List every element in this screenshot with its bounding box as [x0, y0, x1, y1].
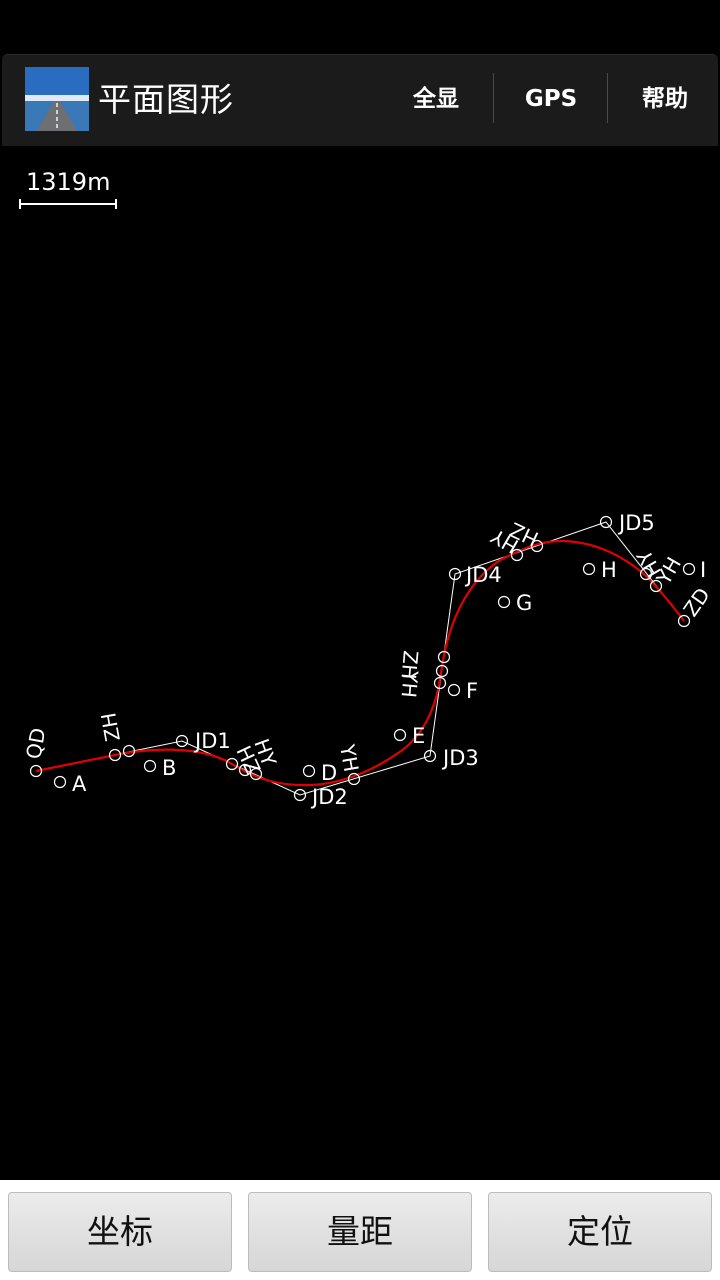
route-map[interactable]: JD1 JD2 JD3 JD4 JD5 QD A B D E F G H I Z… [0, 148, 720, 1180]
jd-point[interactable] [599, 515, 613, 529]
route-centerline [35, 539, 685, 787]
bottom-toolbar: 坐标 量距 定位 [0, 1180, 720, 1280]
route-point[interactable] [29, 764, 43, 778]
curve-point[interactable] [530, 539, 544, 553]
curve-point[interactable] [347, 772, 361, 786]
route-point[interactable] [302, 764, 316, 778]
point-label: QD [21, 726, 50, 761]
curve-point[interactable] [108, 748, 122, 762]
jd-point[interactable] [423, 749, 437, 763]
point-label: G [516, 591, 532, 615]
jd-label: JD1 [193, 729, 231, 753]
curve-label: YH [335, 742, 364, 774]
curve-label: ZH [397, 650, 423, 681]
action-bar: 平面图形 全显 GPS 帮助 [2, 54, 718, 146]
app-title: 平面图形 [98, 80, 234, 119]
jd-label: JD4 [464, 563, 502, 587]
curve-point[interactable] [433, 676, 447, 690]
curve-point[interactable] [510, 548, 524, 562]
route-point[interactable] [393, 728, 407, 742]
jd-point[interactable] [293, 788, 307, 802]
show-all-button[interactable]: 全显 [413, 86, 459, 112]
route-point[interactable] [447, 683, 461, 697]
help-button[interactable]: 帮助 [642, 86, 688, 112]
point-label: F [466, 679, 478, 703]
point-label: H [601, 558, 617, 582]
route-point[interactable] [682, 562, 696, 576]
route-point[interactable] [582, 562, 596, 576]
coords-button[interactable]: 坐标 [8, 1192, 232, 1272]
point-label: D [321, 761, 337, 785]
scale-label: 1319m [26, 168, 111, 196]
point-label: A [72, 772, 87, 796]
point-label: I [700, 558, 706, 582]
curve-label: YH [397, 669, 423, 699]
route-point[interactable] [53, 775, 67, 789]
tangent-line [35, 521, 685, 796]
jd-point[interactable] [175, 734, 189, 748]
curve-point[interactable] [649, 579, 663, 593]
jd-point[interactable] [448, 567, 462, 581]
jd-label: JD2 [310, 785, 348, 809]
curve-label: ZH [96, 711, 125, 743]
curve-point[interactable] [435, 664, 449, 678]
menu-divider [493, 73, 494, 123]
app-icon [25, 67, 89, 131]
route-point[interactable] [143, 759, 157, 773]
route-point[interactable] [497, 595, 511, 609]
gps-button[interactable]: GPS [524, 86, 578, 112]
curve-point[interactable] [122, 744, 136, 758]
curve-point[interactable] [639, 567, 653, 581]
jd-label: JD5 [617, 511, 655, 535]
curve-point[interactable] [437, 650, 451, 664]
curve-point[interactable] [238, 763, 252, 777]
point-label: B [162, 756, 176, 780]
scale-bar [19, 199, 117, 209]
menu-divider [607, 73, 608, 123]
jd-label: JD3 [441, 746, 479, 770]
curve-point[interactable] [249, 767, 263, 781]
locate-button[interactable]: 定位 [488, 1192, 712, 1272]
measure-distance-button[interactable]: 量距 [248, 1192, 472, 1272]
point-label: E [412, 724, 425, 748]
curve-point[interactable] [225, 757, 239, 771]
route-point[interactable] [677, 614, 691, 628]
status-bar [0, 0, 720, 54]
